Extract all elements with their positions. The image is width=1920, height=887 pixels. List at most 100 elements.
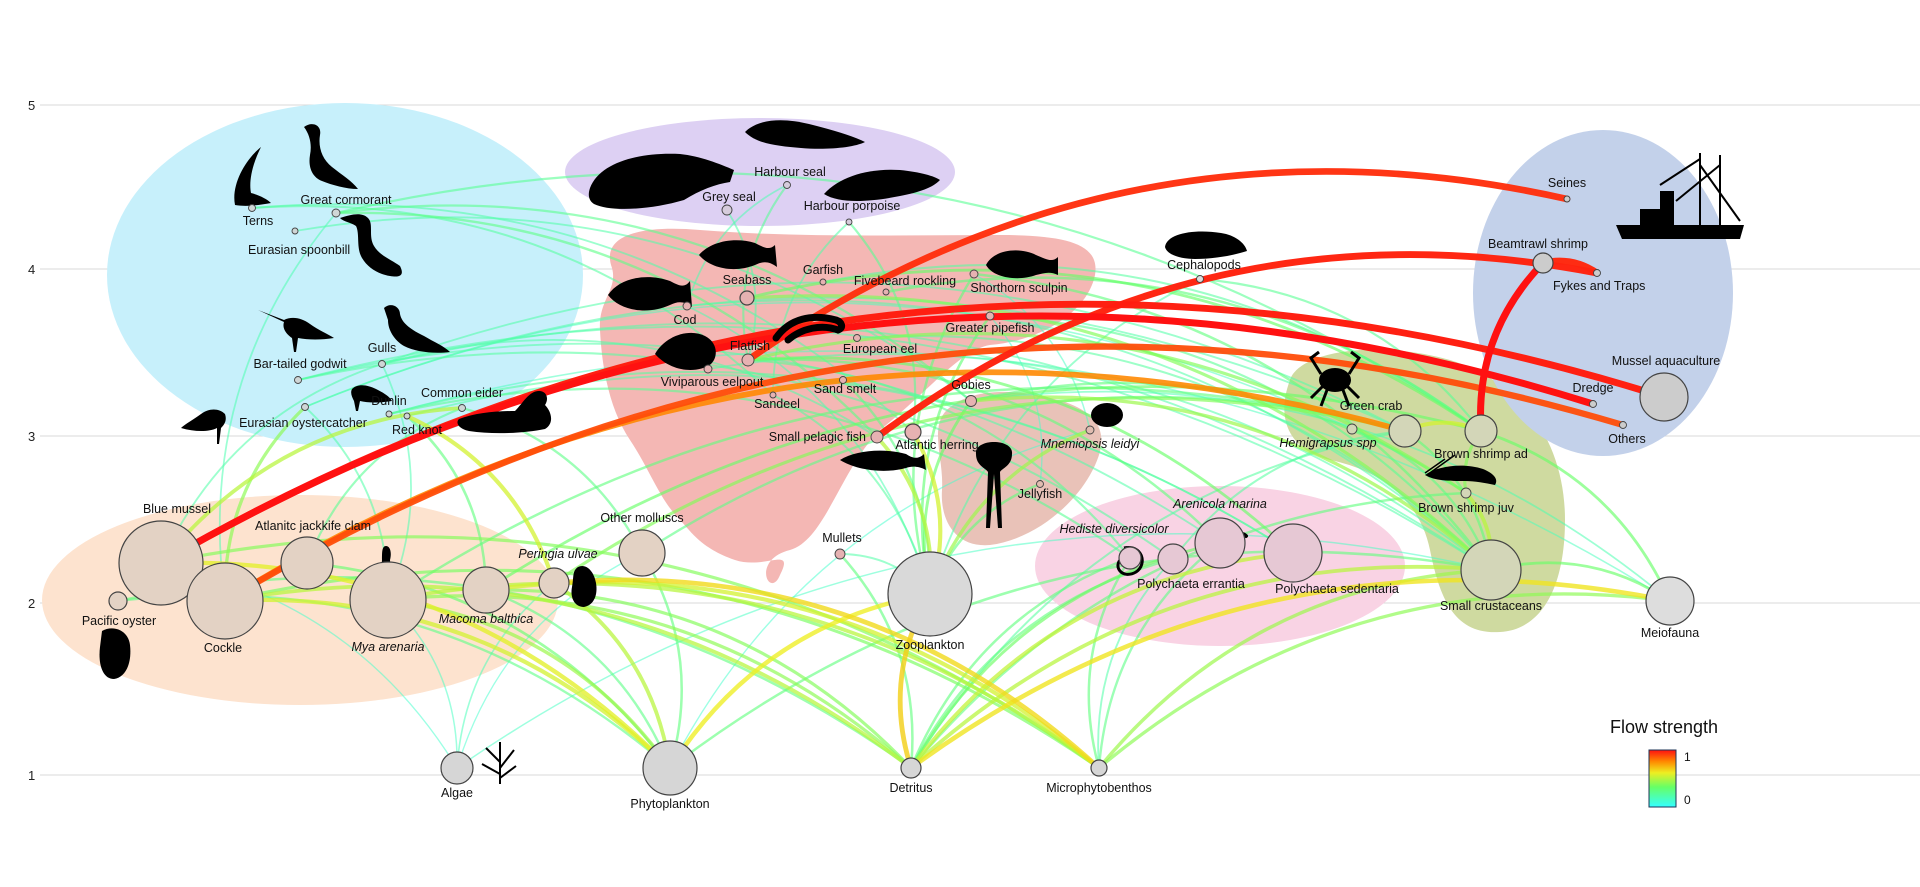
node-bar_tailed_godwit[interactable]: Bar-tailed godwit [253,357,347,384]
node-circle-great_cormorant[interactable] [331,208,341,218]
node-algae[interactable]: Algae [440,751,474,800]
node-mullets[interactable]: Mullets [822,531,862,560]
node-polychaeta_sedentaria[interactable]: Polychaeta sedentaria [1263,523,1399,596]
node-circle-cephalopods[interactable] [1196,275,1204,283]
node-gobies[interactable]: Gobies [951,378,991,407]
node-circle-shorthorn_sculpin[interactable] [969,269,979,279]
node-circle-bar_tailed_godwit[interactable] [294,376,302,384]
node-detritus[interactable]: Detritus [889,757,933,795]
node-circle-harbour_seal[interactable] [783,181,791,189]
node-circle-seabass[interactable] [739,290,755,306]
node-circle-viviparous_eelpout[interactable] [703,364,713,374]
node-mnemiopsis[interactable]: Mnemiopsis leidyi [1041,425,1141,451]
node-circle-sand_smelt[interactable] [839,376,847,384]
node-cockle[interactable]: Cockle [186,562,264,655]
node-circle-harbour_porpoise[interactable] [845,218,853,226]
node-circle-greater_pipefish[interactable] [985,311,995,321]
node-circle-european_eel[interactable] [853,334,861,342]
node-small_pelagic_fish[interactable]: Small pelagic fish [769,430,884,444]
node-circle-polychaeta_sedentaria[interactable] [1263,523,1323,583]
node-cephalopods[interactable]: Cephalopods [1167,258,1241,283]
node-phytoplankton[interactable]: Phytoplankton [630,740,710,811]
node-red_knot[interactable]: Red knot [392,412,443,437]
node-brown_shrimp_juv[interactable]: Brown shrimp juv [1418,487,1515,515]
node-circle-terns[interactable] [248,204,256,212]
node-circle-fivebeard_rockling[interactable] [882,288,890,296]
node-circle-seines[interactable] [1563,195,1571,203]
node-circle-algae[interactable] [440,751,474,785]
node-shorthorn_sculpin[interactable]: Shorthorn sculpin [969,269,1068,295]
node-peringia[interactable]: Peringia ulvae [518,547,598,599]
node-circle-meiofauna[interactable] [1645,576,1695,626]
node-circle-phytoplankton[interactable] [642,740,698,796]
node-dredge[interactable]: Dredge [1573,381,1614,408]
node-hemigrapsus[interactable]: Hemigrapsus spp [1279,423,1377,450]
node-circle-mnemiopsis[interactable] [1085,425,1095,435]
node-circle-arenicola[interactable] [1194,517,1246,569]
node-circle-dunlin[interactable] [385,410,393,418]
node-eurasian_spoonbill[interactable]: Eurasian spoonbill [248,227,350,257]
node-sand_smelt[interactable]: Sand smelt [814,376,877,397]
node-circle-hemigrapsus[interactable] [1346,423,1358,435]
node-green_crab[interactable]: Green crab [1340,399,1422,448]
node-circle-blue_mussel[interactable] [118,520,204,606]
node-circle-fykes_traps[interactable] [1593,269,1601,277]
node-circle-brown_shrimp_juv[interactable] [1460,487,1472,499]
node-others[interactable]: Others [1608,421,1646,447]
node-atlantic_jackknife[interactable]: Atlanitc jackkife clam [255,519,371,590]
node-circle-dredge[interactable] [1589,400,1597,408]
node-jellyfish[interactable]: Jellyfish [1018,480,1063,502]
node-polychaeta_errantia[interactable]: Polychaeta errantia [1137,543,1245,591]
node-circle-gobies[interactable] [965,395,977,407]
node-terns[interactable]: Terns [243,204,274,229]
node-macoma[interactable]: Macoma balthica [439,566,534,626]
node-arenicola[interactable]: Arenicola marina [1172,497,1267,569]
node-circle-jellyfish[interactable] [1036,480,1044,488]
node-hediste[interactable]: Hediste diversicolor [1059,522,1169,570]
node-circle-cockle[interactable] [186,562,264,640]
node-mya_arenaria[interactable]: Mya arenaria [349,561,427,654]
node-circle-atlantic_jackknife[interactable] [280,536,334,590]
node-grey_seal[interactable]: Grey seal [702,190,756,216]
node-meiofauna[interactable]: Meiofauna [1641,576,1699,640]
node-blue_mussel[interactable]: Blue mussel [118,502,211,606]
node-circle-hediste[interactable] [1118,546,1142,570]
node-circle-small_pelagic_fish[interactable] [870,430,884,444]
node-garfish[interactable]: Garfish [803,263,843,286]
node-atlantic_herring[interactable]: Atlantic herring [895,423,979,452]
node-circle-macoma[interactable] [462,566,510,614]
node-circle-red_knot[interactable] [403,412,411,420]
node-small_crustaceans[interactable]: Small crustaceans [1440,539,1542,613]
node-circle-atlantic_herring[interactable] [904,423,922,441]
node-fivebeard_rockling[interactable]: Fivebeard rockling [854,274,956,296]
node-beamtrawl_shrimp[interactable]: Beamtrawl shrimp [1488,237,1588,274]
node-circle-brown_shrimp_ad[interactable] [1464,414,1498,448]
node-circle-sandeel[interactable] [769,391,777,399]
node-circle-small_crustaceans[interactable] [1460,539,1522,601]
node-circle-beamtrawl_shrimp[interactable] [1532,252,1554,274]
node-cod[interactable]: Cod [674,301,697,327]
node-circle-mussel_aquaculture[interactable] [1639,372,1689,422]
node-circle-mullets[interactable] [834,548,846,560]
node-eurasian_oystercatcher[interactable]: Eurasian oystercatcher [239,403,367,431]
node-circle-microphytobenthos[interactable] [1090,759,1108,777]
node-circle-cod[interactable] [682,301,692,311]
node-circle-peringia[interactable] [538,567,570,599]
node-zooplankton[interactable]: Zooplankton [887,551,973,652]
node-european_eel[interactable]: European eel [843,334,917,357]
node-circle-detritus[interactable] [900,757,922,779]
node-viviparous_eelpout[interactable]: Viviparous eelpout [661,364,764,389]
node-great_cormorant[interactable]: Great cormorant [300,193,392,218]
node-harbour_porpoise[interactable]: Harbour porpoise [804,199,901,226]
node-circle-flatfish[interactable] [741,353,755,367]
node-circle-green_crab[interactable] [1388,414,1422,448]
node-fykes_traps[interactable]: Fykes and Traps [1553,269,1645,294]
node-circle-other_molluscs[interactable] [618,529,666,577]
node-circle-polychaeta_errantia[interactable] [1157,543,1189,575]
node-other_molluscs[interactable]: Other molluscs [600,511,684,577]
node-seines[interactable]: Seines [1548,176,1586,203]
node-circle-mya_arenaria[interactable] [349,561,427,639]
node-harbour_seal[interactable]: Harbour seal [754,165,826,189]
node-pacific_oyster[interactable]: Pacific oyster [82,591,156,628]
node-circle-common_eider[interactable] [458,404,466,412]
